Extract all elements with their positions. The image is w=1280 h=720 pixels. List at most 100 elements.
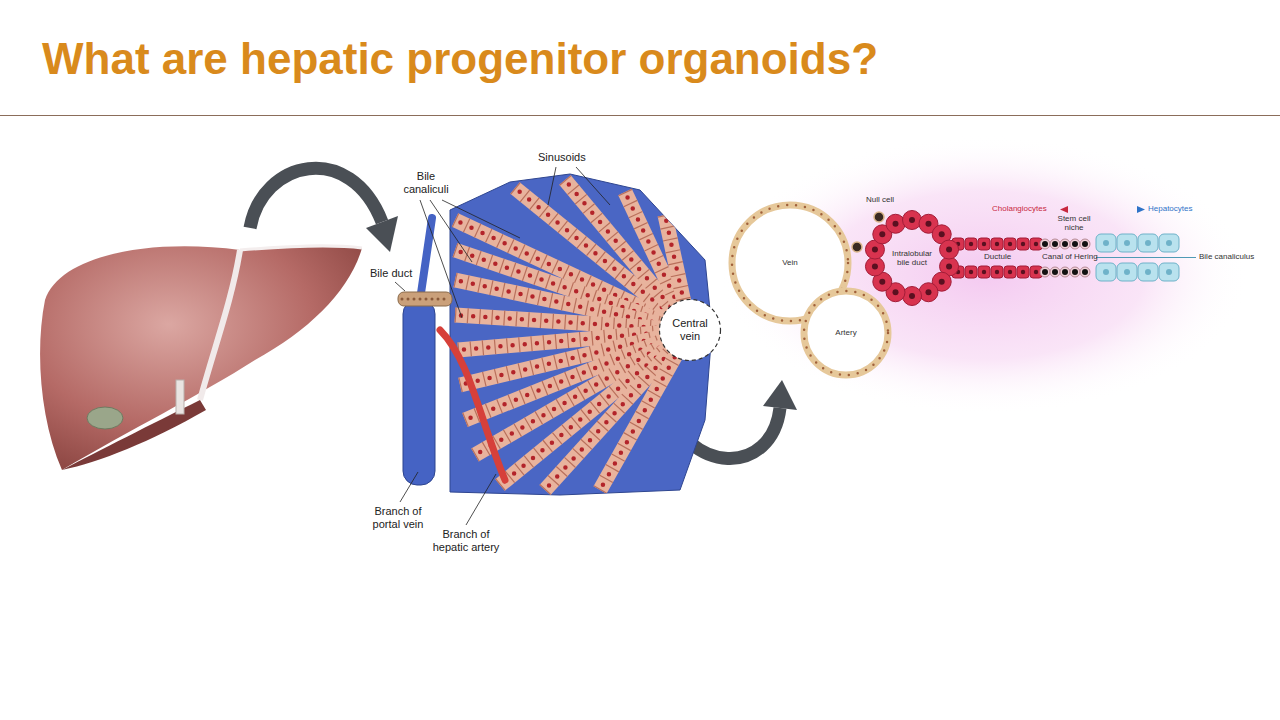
illustration-part [939, 279, 945, 285]
cell-label: Canal of Hering [1042, 252, 1098, 261]
illustration-part [660, 300, 721, 361]
illustration-part [1137, 206, 1145, 213]
illustration-part [865, 257, 884, 276]
illustration-part [1096, 263, 1116, 281]
illustration-part [965, 238, 977, 250]
illustration-part [903, 211, 922, 230]
illustration-part [1008, 270, 1012, 274]
curved-arrow [250, 168, 398, 252]
illustration-part [1145, 240, 1151, 246]
bile-duct-ring: Intralobular bile duct [862, 208, 962, 308]
illustration-part [1050, 267, 1060, 277]
illustration-part [366, 216, 398, 252]
vessel-circle: Artery [799, 286, 893, 380]
illustration-part [1017, 238, 1029, 250]
illustration-part [1052, 269, 1058, 275]
illustration-part [430, 200, 472, 262]
illustration-part [995, 242, 999, 246]
illustration-part [939, 231, 945, 237]
illustration-part [1062, 241, 1068, 247]
illustration-part [545, 330, 690, 490]
pink-glow [720, 135, 1250, 415]
illustration-part [1040, 267, 1050, 277]
illustration-part [909, 293, 915, 299]
cell-label: Bile canaliculus [1199, 252, 1254, 261]
illustration-part [804, 291, 888, 375]
illustration-part [982, 242, 986, 246]
anatomy-label: Bile canaliculi [398, 170, 454, 195]
illustration-part [176, 380, 184, 414]
illustration-part [903, 287, 922, 306]
illustration-part [400, 472, 418, 502]
illustration-part [872, 247, 878, 253]
cell-label: Null cell [866, 195, 894, 204]
illustration-part [420, 200, 462, 318]
illustration-part [1072, 269, 1078, 275]
illustration-part [1117, 263, 1137, 281]
illustration-part [1138, 234, 1158, 252]
illustration-part [1080, 239, 1090, 249]
cell-label: Hepatocytes [1148, 204, 1192, 213]
illustration-part [1034, 242, 1038, 246]
illustration-part [946, 263, 952, 269]
illustration-part [1060, 267, 1070, 277]
illustration-part [995, 270, 999, 274]
illustration-part [919, 283, 938, 302]
illustration-part [1004, 238, 1016, 250]
anatomy-label: Branch of portal vein [368, 505, 428, 530]
anatomy-label: Bile duct [370, 267, 412, 280]
illustration-part [893, 289, 899, 295]
illustration-part [1096, 257, 1196, 258]
illustration-part [1070, 267, 1080, 277]
illustration-part [1004, 266, 1016, 278]
illustration-part [909, 217, 915, 223]
cell-label: Ductule [984, 252, 1011, 261]
illustration-part [466, 474, 496, 525]
illustration-part [1008, 242, 1012, 246]
illustration-part [40, 246, 362, 470]
illustration-part [925, 221, 931, 227]
anatomy-label: Sinusoids [538, 151, 586, 164]
illustration-part [1042, 241, 1048, 247]
illustration-part [763, 380, 797, 410]
illustration-part [1070, 239, 1080, 249]
illustration-part [548, 167, 556, 205]
illustration-part [946, 247, 952, 253]
illustration-part [886, 214, 905, 233]
illustration-part [940, 240, 959, 259]
illustration-part [1050, 239, 1060, 249]
illustration-part [1138, 263, 1158, 281]
illustration-part [1103, 240, 1109, 246]
illustration-part [874, 212, 884, 222]
ductule-cells [952, 234, 1196, 281]
illustration-part [440, 330, 505, 480]
illustration-part [1159, 234, 1179, 252]
illustration-part [1034, 270, 1038, 274]
illustration-part [1082, 241, 1088, 247]
illustration-part [1096, 234, 1116, 252]
illustration-part [852, 242, 862, 252]
illustration-part [1040, 239, 1050, 249]
illustration-part [804, 291, 888, 375]
illustration-part [1166, 240, 1172, 246]
illustration-part [965, 266, 977, 278]
illustration-part [87, 407, 123, 429]
illustration-part [545, 330, 690, 490]
illustration-part [925, 289, 931, 295]
illustration-part [402, 298, 450, 301]
illustration-part [1066, 209, 1138, 211]
illustration-part [1021, 242, 1025, 246]
illustration-part [991, 266, 1003, 278]
cell-label: Cholangiocytes [992, 204, 1047, 213]
illustration-part [969, 270, 973, 274]
illustration-part [240, 246, 362, 250]
illustration-part [969, 242, 973, 246]
node-label: Central vein [666, 317, 714, 342]
illustration-part [442, 200, 520, 238]
illustration-part [576, 167, 610, 205]
node-label: Vein [782, 258, 798, 267]
illustration-part [1103, 269, 1109, 275]
slide-title: What are hepatic progenitor organoids? [42, 34, 878, 85]
liver-illustration [40, 246, 362, 470]
